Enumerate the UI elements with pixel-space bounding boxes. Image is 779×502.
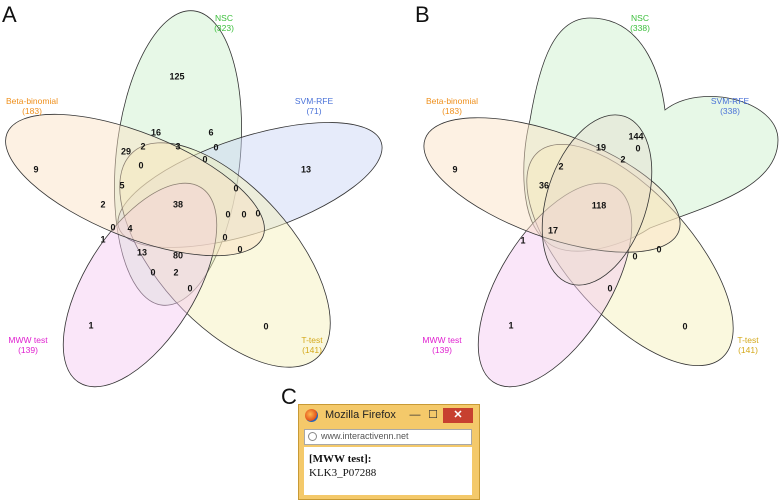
set-label-b-tt-count: (141) (738, 345, 758, 355)
panel-c-letter: C (281, 384, 297, 409)
region-count: 0 (656, 244, 661, 254)
region-count: 4 (127, 223, 132, 233)
set-label-b-tt-name: T-test (737, 335, 759, 345)
set-label-a-bb-name: Beta-binomial (6, 96, 58, 106)
firefox-app-icon (305, 409, 318, 422)
venn-b-nsc-svm-shape (523, 17, 779, 252)
region-count: 2 (558, 161, 563, 171)
region-count: 3 (175, 141, 180, 151)
set-label-a-tt-name: T-test (301, 335, 323, 345)
region-count: 0 (187, 283, 192, 293)
popup-gene-name: KLK3_P07288 (309, 467, 377, 479)
set-label-b-bb-count: (183) (442, 106, 462, 116)
region-count: 1 (508, 320, 513, 330)
venn-a-svm-ellipse (117, 122, 383, 248)
region-count: 0 (635, 143, 640, 153)
region-counts-a: 125 13 0 1 9 16 6 29 2 3 0 0 0 5 0 38 2 … (33, 71, 311, 331)
region-count: 80 (173, 250, 183, 260)
set-label-b-nsc-count: (338) (630, 23, 650, 33)
region-count: 0 (222, 232, 227, 242)
region-count: 0 (237, 244, 242, 254)
venn-a-mww-ellipse (62, 182, 218, 388)
venn-b-core-ellipse (541, 114, 653, 286)
region-count: 144 (628, 131, 643, 141)
set-label-a-mww-count: (139) (18, 345, 38, 355)
region-count: 0 (255, 208, 260, 218)
region-count: 16 (151, 127, 161, 137)
window-titlebar[interactable]: Mozilla Firefox — ☐ ✕ (299, 405, 479, 427)
panel-a-letter: A (2, 2, 17, 27)
region-count: 0 (233, 183, 238, 193)
maximize-button[interactable]: ☐ (428, 409, 438, 421)
panel-b-letter: B (415, 2, 430, 27)
region-count: 2 (620, 154, 625, 164)
region-count: 0 (138, 160, 143, 170)
region-count: 19 (596, 142, 606, 152)
region-count: 29 (121, 146, 131, 156)
region-count: 5 (119, 180, 124, 190)
region-count: 0 (110, 222, 115, 232)
set-label-b-mww-count: (139) (432, 345, 452, 355)
popup-content: [MWW test]: KLK3_P07288 (304, 447, 472, 495)
region-count: 0 (632, 251, 637, 261)
set-label-a-tt-count: (141) (302, 345, 322, 355)
set-label-a-svm-count: (71) (306, 106, 321, 116)
region-count: 38 (173, 199, 183, 209)
region-count: 0 (225, 209, 230, 219)
region-count: 0 (202, 154, 207, 164)
venn-a-nsc-ellipse (114, 10, 242, 306)
set-label-a-bb-count: (183) (22, 106, 42, 116)
region-count: 9 (452, 164, 457, 174)
region-count: 0 (263, 321, 268, 331)
set-label-b-mww-name: MWW test (422, 335, 462, 345)
address-url: www.interactivenn.net (321, 431, 409, 441)
region-count: 125 (169, 71, 184, 81)
region-count: 2 (140, 141, 145, 151)
address-bar[interactable]: www.interactivenn.net (304, 429, 472, 445)
region-count: 0 (607, 283, 612, 293)
popup-set-heading: [MWW test]: (309, 453, 372, 465)
region-count: 0 (241, 209, 246, 219)
firefox-popup-window: Mozilla Firefox — ☐ ✕ www.interactivenn.… (298, 404, 480, 500)
region-count: 13 (301, 164, 311, 174)
panel-a: A NSC (323) SVM-RFE (71) Beta-binomial (… (2, 2, 383, 388)
region-count: 17 (548, 225, 558, 235)
region-count: 1 (88, 320, 93, 330)
region-count: 6 (208, 127, 213, 137)
region-count: 2 (100, 199, 105, 209)
venn-a-bb-ellipse (5, 113, 265, 257)
set-label-b-svm-name: SVM-RFE (711, 96, 750, 106)
region-count: 0 (150, 267, 155, 277)
minimize-button[interactable]: — (409, 409, 421, 421)
set-label-b-bb-name: Beta-binomial (426, 96, 478, 106)
region-count: 9 (33, 164, 38, 174)
set-label-a-svm-name: SVM-RFE (295, 96, 334, 106)
region-count: 1 (100, 234, 105, 244)
window-title: Mozilla Firefox (325, 409, 396, 421)
set-label-a-nsc-name: NSC (215, 13, 233, 23)
panel-b: B NSC (338) SVM-RFE (338) Beta-binomial … (415, 2, 779, 388)
region-count: 13 (137, 247, 147, 257)
set-label-a-nsc-count: (323) (214, 23, 234, 33)
region-count: 2 (173, 267, 178, 277)
region-count: 118 (592, 200, 607, 210)
set-label-a-mww-name: MWW test (8, 335, 48, 345)
region-counts-b: 144 0 19 2 36 2 118 17 1 0 0 9 1 0 0 (452, 131, 687, 331)
region-count: 36 (539, 180, 549, 190)
region-count: 0 (213, 142, 218, 152)
close-button[interactable]: ✕ (443, 408, 473, 423)
venn-b-bb-ellipse (423, 117, 681, 253)
venn-b-mww-ellipse (477, 182, 633, 388)
globe-icon (308, 432, 317, 441)
region-count: 1 (520, 235, 525, 245)
venn-b-tt-ellipse (526, 143, 734, 367)
region-count: 0 (682, 321, 687, 331)
set-label-b-svm-count: (338) (720, 106, 740, 116)
set-label-b-nsc-name: NSC (631, 13, 649, 23)
